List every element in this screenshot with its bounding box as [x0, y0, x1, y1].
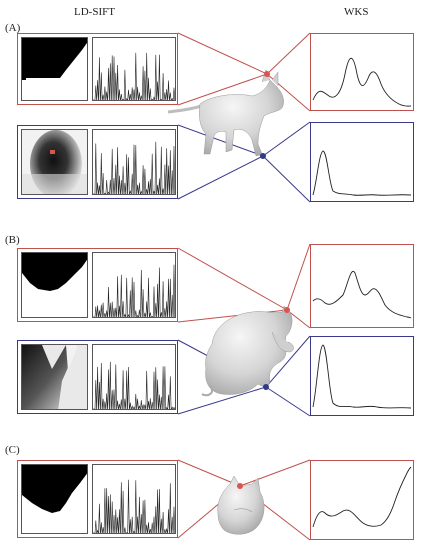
- keypoint-b-red: [284, 307, 290, 313]
- wks-box-b-red: [310, 244, 414, 328]
- ldsift-box-c-red: [17, 460, 178, 538]
- sift-patch-c-red: [21, 464, 88, 534]
- sift-patch-b-red: [21, 252, 88, 318]
- ldsift-box-b-blue: [17, 340, 178, 414]
- ldsift-box-a-red: [17, 33, 178, 105]
- wks-box-a-blue: [310, 122, 414, 202]
- sift-patch-a-blue: [21, 129, 88, 195]
- histogram-trace: [93, 479, 175, 533]
- wks-header: WKS: [344, 6, 369, 18]
- histogram-trace: [93, 141, 175, 194]
- sift-histogram-a-red: [92, 37, 176, 101]
- sift-histogram-c-red: [92, 464, 176, 534]
- histogram-trace: [93, 361, 175, 409]
- wks-box-b-blue: [310, 336, 414, 416]
- keypoint-a-blue: [260, 153, 266, 159]
- sift-patch-a-red: [21, 37, 88, 101]
- ldsift-box-b-red: [17, 248, 178, 322]
- histogram-trace: [93, 52, 175, 100]
- cat-mesh-a: [167, 69, 284, 157]
- ldsift-box-a-blue: [17, 125, 178, 199]
- panel-label-a: (A): [5, 22, 21, 34]
- wks-box-a-red: [310, 33, 414, 111]
- keypoint-a-red: [264, 71, 270, 77]
- sift-histogram-a-blue: [92, 129, 176, 195]
- histogram-trace: [93, 264, 175, 317]
- panel-label-b: (B): [5, 234, 20, 246]
- wks-box-c-red: [310, 460, 414, 540]
- cat-mesh-c: [217, 475, 265, 535]
- sift-histogram-b-red: [92, 252, 176, 318]
- ld-sift-header: LD-SIFT: [74, 6, 115, 18]
- sift-patch-b-blue: [21, 344, 88, 410]
- keypoint-b-blue: [263, 384, 269, 390]
- panel-label-c: (C): [5, 444, 20, 456]
- keypoint-c-red: [237, 483, 243, 489]
- cat-mesh-b: [201, 305, 294, 397]
- sift-histogram-b-blue: [92, 344, 176, 410]
